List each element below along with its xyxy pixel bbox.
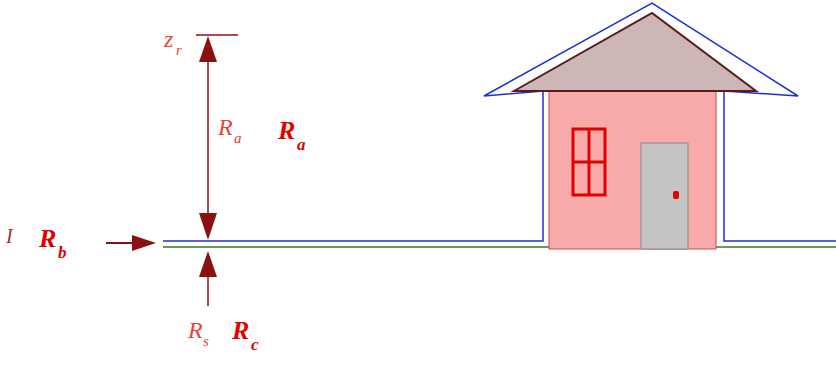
arrowhead xyxy=(199,36,217,62)
pointer-symbol: R xyxy=(232,318,249,344)
ground-line xyxy=(163,246,836,248)
pointer-symbol: R xyxy=(188,318,203,342)
arrowhead xyxy=(199,251,217,277)
arrowhead xyxy=(132,235,156,251)
window-bar xyxy=(573,161,605,164)
dimension-symbol: R xyxy=(218,115,233,139)
dimension-subscript: r xyxy=(176,43,182,58)
arrowhead xyxy=(199,213,217,240)
dimension-line xyxy=(207,40,209,236)
house-roof xyxy=(514,13,756,91)
door-knob xyxy=(673,191,679,199)
pointer-subscript: s xyxy=(203,334,209,349)
house-window xyxy=(573,129,605,195)
cut-label: I xyxy=(6,226,13,246)
pointer-symbol: R xyxy=(39,226,56,252)
dimension-subscript: a xyxy=(234,131,242,146)
boundary-outline xyxy=(163,3,836,241)
pointer-subscript: c xyxy=(251,336,259,353)
dimension-subscript: a xyxy=(297,136,306,153)
pointer-subscript: b xyxy=(58,244,67,261)
house-wall xyxy=(549,91,716,249)
house-door xyxy=(641,143,688,249)
dimension-symbol: z xyxy=(164,27,173,51)
dimension-symbol: R xyxy=(278,118,295,144)
pointer-arrow xyxy=(106,242,135,244)
reference-tick xyxy=(196,34,238,36)
pointer-arrow xyxy=(207,272,209,306)
